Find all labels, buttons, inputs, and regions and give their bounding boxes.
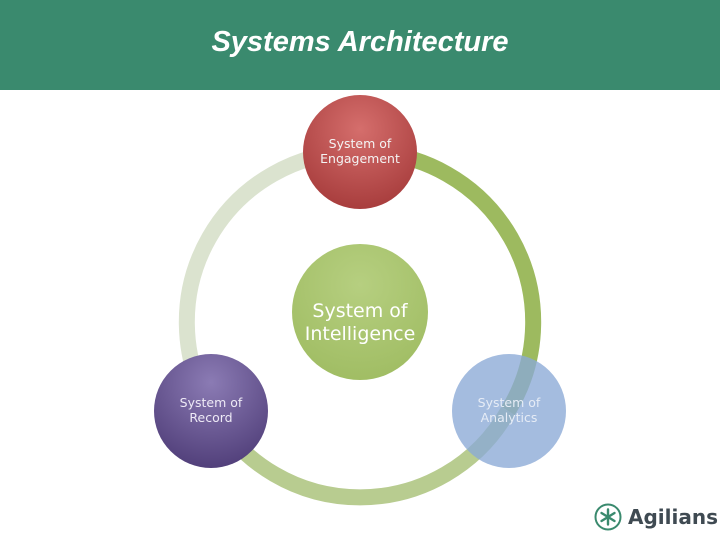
node-engagement-line1: System of [328,136,392,151]
agilians-logo-icon [594,503,622,531]
node-intelligence-line2: Intelligence [304,322,416,345]
node-intelligence-line1: System of [312,300,408,322]
node-analytics-line1: System of [477,395,541,410]
logo-text: Agilians [628,505,718,529]
node-engagement-label: System of Engagement [300,136,420,166]
node-engagement-circle [303,95,417,209]
node-intelligence-label: System of Intelligence [280,300,440,346]
node-analytics-circle [452,354,566,468]
node-record-line1: System of [179,395,243,410]
page-title: Systems Architecture [211,26,509,58]
header-bar [0,0,720,90]
agilians-logo: Agilians [594,500,718,534]
node-analytics-line2: Analytics [480,410,538,425]
node-record-label: System of Record [151,395,271,425]
node-record-circle [154,354,268,468]
node-intelligence-circle [292,244,428,380]
node-analytics-label: System of Analytics [449,395,569,425]
node-engagement-line2: Engagement [320,151,400,166]
node-record-line2: Record [189,410,233,425]
